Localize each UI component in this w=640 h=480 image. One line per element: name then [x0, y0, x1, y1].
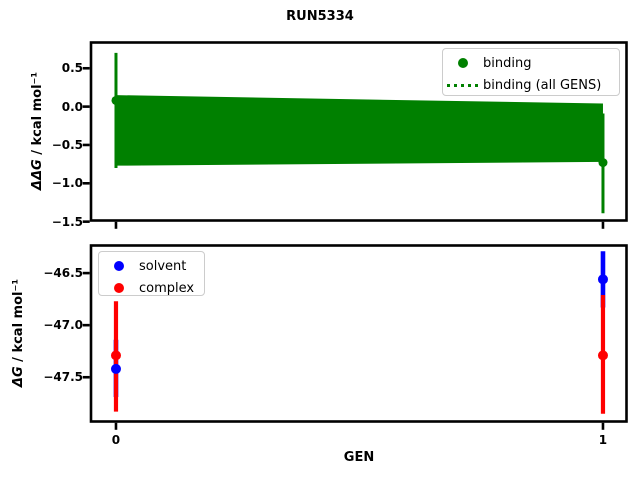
legend-row-binding: binding	[443, 52, 619, 74]
dotted-line-icon	[447, 83, 479, 87]
y-tick-label: −0.5	[51, 137, 83, 152]
legend-marker-cell	[443, 83, 483, 87]
legend-label-binding: binding	[483, 55, 532, 71]
y-tick-label: −1.0	[51, 176, 83, 191]
y-tick-label: −46.5	[43, 266, 83, 281]
complex-marker	[110, 350, 121, 361]
binding-plot-band	[115, 95, 603, 166]
y-tick-label: −1.5	[51, 214, 83, 229]
y-tick-label: −47.5	[43, 370, 83, 385]
legend-row-complex: complex	[99, 277, 204, 299]
legend-marker-cell	[443, 58, 483, 68]
legend-label-binding-all-gens: binding (all GENS)	[483, 77, 602, 93]
legend-row-solvent: solvent	[99, 255, 204, 277]
legend-dg: solvent complex	[98, 251, 205, 296]
binding-marker	[111, 95, 121, 105]
legend-label-complex: complex	[139, 280, 195, 296]
complex-marker	[597, 350, 608, 361]
legend-label-solvent: solvent	[139, 258, 187, 274]
legend-marker-cell	[99, 261, 139, 271]
solvent-marker	[110, 363, 121, 374]
binding-dot-icon	[458, 58, 468, 68]
x-tick-label: 0	[111, 432, 121, 447]
y-tick-label: 0.0	[61, 99, 83, 114]
x-axis-label: GEN	[343, 450, 375, 465]
binding-marker	[598, 158, 608, 168]
solvent-marker	[597, 274, 608, 285]
solvent-dot-icon	[114, 261, 124, 271]
legend-binding: binding binding (all GENS)	[442, 48, 620, 96]
legend-row-binding-all-gens: binding (all GENS)	[443, 74, 619, 96]
x-tick-label: 1	[598, 432, 608, 447]
complex-dot-icon	[114, 283, 124, 293]
binding-plot-frame	[89, 41, 628, 222]
legend-marker-cell	[99, 283, 139, 293]
dg-plot-frame	[89, 244, 628, 423]
figure-title: RUN5334	[286, 9, 354, 24]
y-tick-label: 0.5	[61, 61, 83, 76]
y-tick-label: −47.0	[43, 318, 83, 333]
